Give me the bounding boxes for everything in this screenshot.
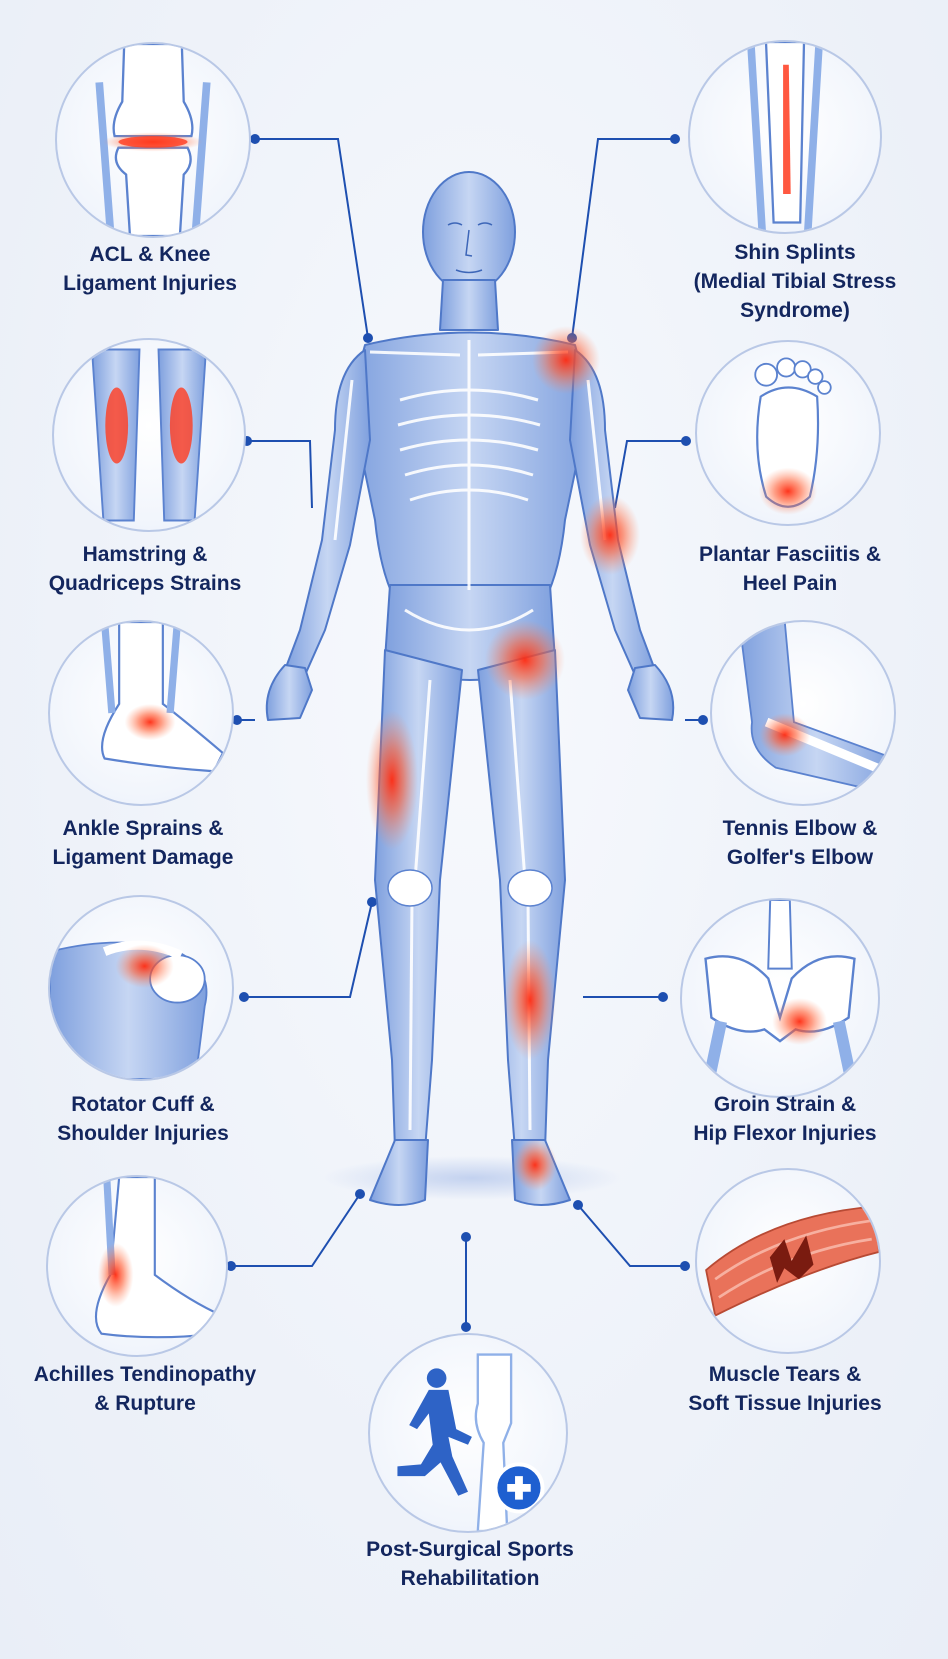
achilles-icon (94, 1177, 224, 1339)
connector-hamstring (247, 440, 313, 509)
ankle-icon (100, 622, 225, 773)
left-hand (265, 664, 313, 721)
ankle-callout-circle (48, 620, 234, 806)
shoulder-icon (50, 940, 208, 1079)
muscle-label: Muscle Tears &Soft Tissue Injuries (688, 1363, 882, 1415)
runner-plus-icon (397, 1353, 545, 1531)
ankle-label: Ankle Sprains &Ligament Damage (52, 817, 234, 869)
connector-shin (571, 138, 675, 339)
right-hand (627, 664, 675, 721)
muscle-callout-circle (695, 1168, 881, 1354)
hamstring-callout-circle (52, 338, 246, 532)
tennis-callout-circle (710, 620, 896, 806)
tibia-icon (747, 42, 823, 232)
elbow-icon (738, 622, 894, 796)
connector-plantar (614, 440, 686, 509)
achilles-callout-circle (46, 1175, 228, 1357)
foot-sole-icon (754, 357, 832, 515)
shin-callout-circle (688, 40, 882, 234)
connector-muscle (577, 1204, 685, 1267)
left-arm (284, 349, 371, 676)
left-foot (369, 1139, 429, 1206)
torn-muscle-icon (705, 1205, 879, 1317)
achilles-label: Achilles Tendinopathy& Rupture (33, 1363, 257, 1415)
plantar-callout-circle (695, 340, 881, 526)
hamstring-label: Hamstring &Quadriceps Strains (48, 543, 242, 595)
connector-rotator (244, 901, 373, 998)
groin-callout-circle (680, 898, 880, 1098)
acl-callout-circle (55, 42, 251, 238)
tennis-label: Tennis Elbow &Golfer's Elbow (722, 817, 878, 869)
thigh-muscles-icon (90, 348, 208, 522)
postsurg-callout-circle (368, 1333, 568, 1533)
rotator-label: Rotator Cuff &Shoulder Injuries (57, 1093, 229, 1145)
rotator-callout-circle (48, 895, 234, 1081)
connector-acl (255, 138, 369, 339)
neck (439, 279, 499, 331)
groin-label: Groin Strain &Hip Flexor Injuries (693, 1093, 877, 1145)
plantar-label: Plantar Fasciitis &Heel Pain (698, 543, 882, 595)
connector-achilles (231, 1193, 361, 1267)
knee-joint-icon (95, 44, 211, 236)
pelvis-icon (699, 900, 861, 1096)
